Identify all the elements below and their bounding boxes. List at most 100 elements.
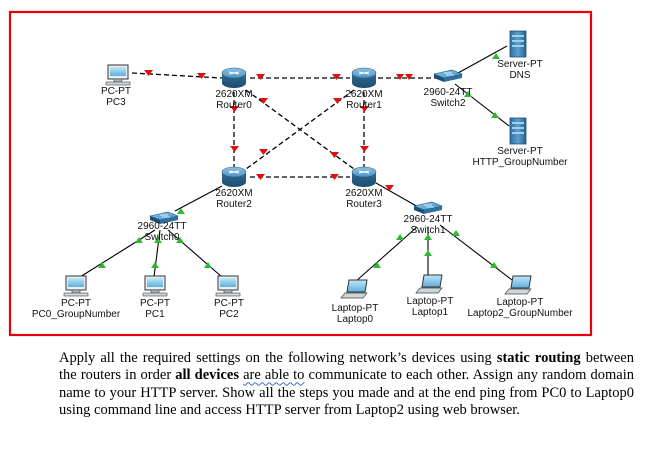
switch-switch0-icon[interactable] — [148, 211, 180, 224]
ethernet-marker — [464, 91, 472, 97]
pc-pc0-icon[interactable] — [63, 275, 89, 297]
router-router2-icon[interactable] — [221, 166, 247, 187]
link-switch1-laptop0 — [354, 226, 418, 283]
router0-label: 2620XM — [215, 89, 252, 100]
link-switch0-pc0 — [79, 229, 156, 278]
ethernet-marker — [490, 262, 498, 268]
pc-pc3-icon[interactable] — [105, 64, 131, 86]
pc2-label: PC-PT — [214, 298, 244, 309]
server-http-label: HTTP_GroupNumber — [472, 157, 568, 168]
laptop1-label: Laptop1 — [412, 307, 449, 318]
ethernet-marker — [176, 237, 184, 243]
serial-marker — [332, 74, 341, 80]
router2-label: Router2 — [216, 199, 252, 210]
serial-marker — [360, 146, 369, 152]
switch0-label: Switch0 — [144, 232, 179, 243]
router3-label: 2620XM — [345, 188, 382, 199]
serial-marker — [197, 73, 206, 79]
laptop2-label: Laptop-PT — [497, 297, 544, 308]
link-switch2-http — [454, 83, 510, 127]
serial-marker — [144, 70, 153, 76]
task-text: communicate to each other. Assign any ra… — [59, 367, 634, 419]
router1-label: 2620XM — [345, 89, 382, 100]
ethernet-marker — [492, 53, 500, 59]
link-router2-switch0 — [174, 185, 223, 212]
serial-marker — [385, 185, 394, 191]
serial-marker — [230, 106, 239, 112]
link-router1-router2 — [245, 89, 355, 170]
serial-marker — [259, 149, 268, 155]
task-grammar-flag: are able to — [243, 367, 305, 384]
router1-label: Router1 — [346, 100, 382, 111]
serial-marker — [360, 106, 369, 112]
switch-switch2-icon[interactable] — [432, 69, 464, 82]
ethernet-marker — [177, 208, 185, 214]
pc2-label: PC2 — [219, 309, 239, 320]
server-dns-icon[interactable] — [509, 30, 527, 58]
serial-marker — [333, 98, 342, 104]
serial-marker — [259, 98, 268, 104]
switch1-label: 2960-24TT — [404, 214, 453, 225]
laptop2-label: Laptop2_GroupNumber — [467, 308, 573, 319]
switch-switch1-icon[interactable] — [412, 201, 444, 214]
router-router3-icon[interactable] — [351, 166, 377, 187]
switch2-label: 2960-24TT — [424, 87, 473, 98]
ethernet-marker — [424, 234, 432, 240]
pc3-label: PC3 — [106, 97, 126, 108]
router0-label: Router0 — [216, 100, 252, 111]
ethernet-marker — [396, 234, 404, 240]
pc-pc2-icon[interactable] — [215, 275, 241, 297]
pc0-label: PC-PT — [61, 298, 91, 309]
serial-marker — [230, 146, 239, 152]
serial-marker — [256, 74, 265, 80]
link-pc3-router0 — [131, 72, 223, 79]
pc-pc1-icon[interactable] — [142, 275, 168, 297]
pc1-label: PC1 — [145, 309, 165, 320]
assignment-text: Apply all the required settings on the f… — [59, 350, 634, 420]
ethernet-marker — [424, 250, 432, 256]
router-router1-icon[interactable] — [351, 67, 377, 88]
link-router3-switch1 — [375, 182, 421, 209]
serial-marker — [256, 174, 265, 180]
pc1-label: PC-PT — [140, 298, 170, 309]
link-switch1-laptop2 — [439, 224, 513, 281]
ethernet-marker — [135, 237, 143, 243]
laptop-laptop0-icon[interactable] — [340, 279, 368, 299]
ethernet-marker — [98, 262, 106, 268]
link-switch2-dns — [457, 45, 508, 74]
laptop1-label: Laptop-PT — [407, 296, 454, 307]
router2-label: 2620XM — [215, 188, 252, 199]
server-dns-label: Server-PT — [497, 59, 543, 70]
ethernet-marker — [373, 262, 381, 268]
red-frame — [8, 10, 593, 337]
laptop0-label: Laptop-PT — [332, 303, 379, 314]
laptop-laptop1-icon[interactable] — [415, 274, 443, 294]
ethernet-marker — [491, 112, 499, 118]
ethernet-marker — [204, 262, 212, 268]
server-http-icon[interactable] — [509, 117, 527, 145]
server-http-label: Server-PT — [497, 146, 543, 157]
pc3-label: PC-PT — [101, 86, 131, 97]
serial-marker — [405, 74, 413, 80]
serial-marker — [330, 174, 339, 180]
serial-marker — [330, 152, 339, 158]
task-emphasis-static-routing: static routing — [496, 350, 581, 366]
task-emphasis-all-devices: all devices — [175, 367, 239, 384]
router3-label: Router3 — [346, 199, 382, 210]
link-switch0-pc1 — [153, 229, 161, 278]
link-switch0-pc2 — [167, 229, 223, 278]
ethernet-marker — [154, 237, 162, 243]
server-dns-label: DNS — [509, 70, 530, 81]
task-text: between the routers in order — [59, 350, 634, 384]
switch0-label: 2960-24TT — [138, 221, 187, 232]
laptop0-label: Laptop0 — [337, 314, 374, 325]
router-router0-icon[interactable] — [221, 67, 247, 88]
task-text: Apply all the required settings on the f… — [59, 350, 497, 366]
laptop-laptop2-icon[interactable] — [504, 275, 532, 295]
ethernet-marker — [452, 230, 460, 236]
switch1-label: Switch1 — [410, 225, 445, 236]
pc0-label: PC0_GroupNumber — [32, 309, 121, 320]
switch2-label: Switch2 — [430, 98, 465, 109]
ethernet-marker — [151, 262, 159, 268]
